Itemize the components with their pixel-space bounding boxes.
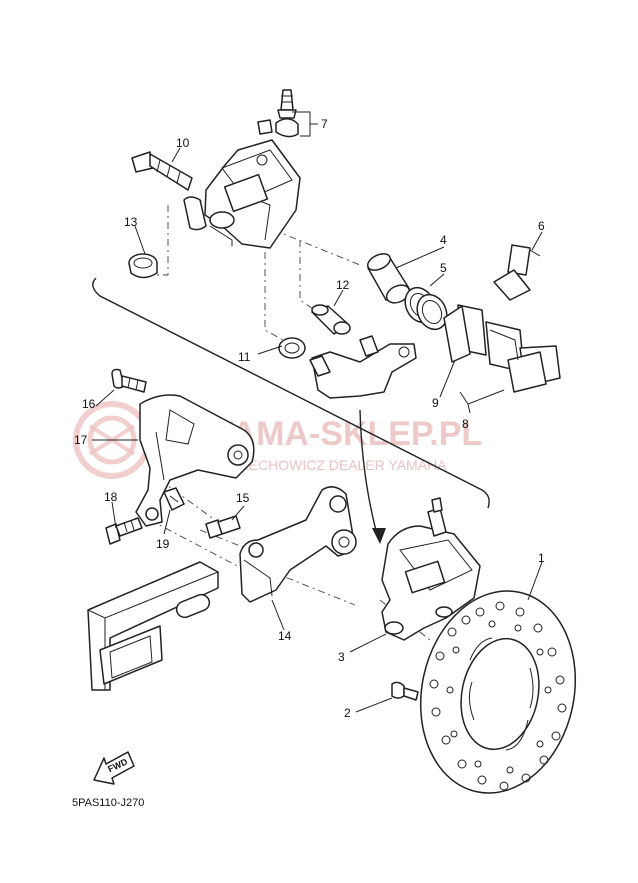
part-bolt-16 [111, 368, 147, 393]
label-part-8: 8 [462, 417, 469, 431]
part-support-bracket [309, 335, 417, 399]
label-part-15: 15 [236, 491, 250, 505]
watermark-tagline: WODZIECHOWICZ DEALER YAMAHA [202, 457, 447, 473]
part-dust-boot [278, 337, 306, 359]
label-part-11: 11 [238, 350, 251, 364]
label-part-16: 16 [82, 397, 96, 411]
part-caliper-pin [131, 151, 193, 191]
part-clip [163, 487, 185, 511]
label-part-9: 9 [432, 396, 439, 410]
part-seals [404, 286, 448, 331]
label-part-1: 1 [538, 551, 545, 565]
label-part-7: 7 [321, 117, 328, 131]
label-part-17: 17 [74, 433, 88, 447]
part-brake-disc [419, 590, 577, 794]
label-part-10: 10 [176, 136, 190, 150]
callout-labels: 1 2 3 4 5 6 7 8 9 10 11 12 13 14 15 16 1… [74, 117, 545, 720]
label-part-18: 18 [104, 490, 118, 504]
part-swing-arm [87, 561, 219, 691]
label-part-5: 5 [440, 261, 447, 275]
part-bleeder-screw [257, 89, 299, 138]
part-caliper-assembly [381, 497, 481, 641]
label-part-12: 12 [336, 278, 350, 292]
assembly-arrow [359, 409, 379, 539]
label-part-19: 19 [156, 537, 170, 551]
assembly-arrow-head-icon [372, 528, 386, 544]
brake-disc-holes [429, 601, 567, 791]
part-pin-sleeve [311, 304, 351, 335]
label-part-4: 4 [440, 233, 447, 247]
part-bolt-15 [205, 515, 241, 539]
part-torque-arm [239, 486, 357, 603]
label-part-3: 3 [338, 650, 345, 664]
fwd-arrow-icon [93, 751, 135, 785]
diagram-code: 5PAS110-J270 [72, 797, 144, 809]
part-caliper-body-exploded [183, 139, 301, 249]
part-bolt-18 [105, 517, 143, 545]
label-part-13: 13 [124, 215, 138, 229]
callout-leaders [92, 111, 543, 713]
label-part-2: 2 [344, 706, 351, 720]
group-bracket [92, 277, 490, 509]
part-caliper-bracket [135, 394, 255, 527]
part-boot [128, 253, 158, 279]
fwd-arrow: FWD [93, 751, 135, 785]
label-part-6: 6 [538, 219, 545, 233]
part-brake-pads [443, 304, 561, 393]
part-pad-spring [493, 244, 541, 301]
label-part-14: 14 [278, 629, 292, 643]
part-disc-bolt [391, 681, 419, 701]
